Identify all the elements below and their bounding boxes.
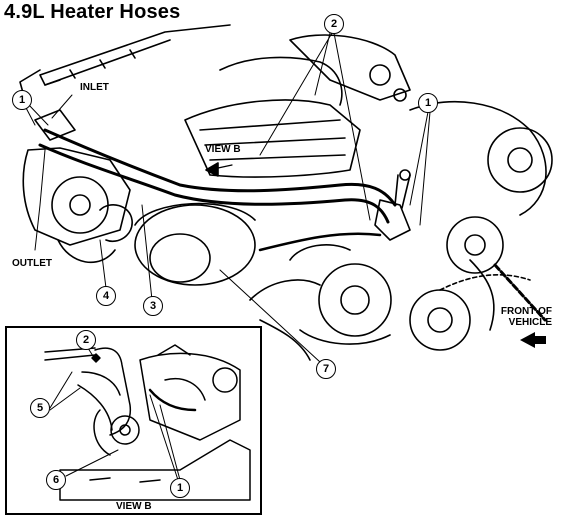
view-b-pointer-label: VIEW B bbox=[205, 144, 241, 155]
inset-callout-5: 5 bbox=[30, 398, 50, 418]
callout-2: 2 bbox=[324, 14, 344, 34]
page-title: 4.9L Heater Hoses bbox=[4, 1, 181, 23]
callout-1-right: 1 bbox=[418, 93, 438, 113]
callout-7: 7 bbox=[316, 359, 336, 379]
inset-callout-2: 2 bbox=[76, 330, 96, 350]
inset-caption: VIEW B bbox=[116, 501, 152, 512]
front-of-vehicle-line1: FRONT OF bbox=[500, 306, 552, 317]
front-of-vehicle-label: FRONT OF VEHICLE bbox=[492, 306, 552, 328]
front-of-vehicle-line2: VEHICLE bbox=[508, 317, 552, 328]
callout-1-inlet: 1 bbox=[12, 90, 32, 110]
callout-3: 3 bbox=[143, 296, 163, 316]
inset-callout-6: 6 bbox=[46, 470, 66, 490]
outlet-label: OUTLET bbox=[12, 258, 52, 269]
callout-4: 4 bbox=[96, 286, 116, 306]
view-b-inset bbox=[5, 326, 262, 515]
inset-callout-1: 1 bbox=[170, 478, 190, 498]
inlet-label: INLET bbox=[80, 82, 109, 93]
